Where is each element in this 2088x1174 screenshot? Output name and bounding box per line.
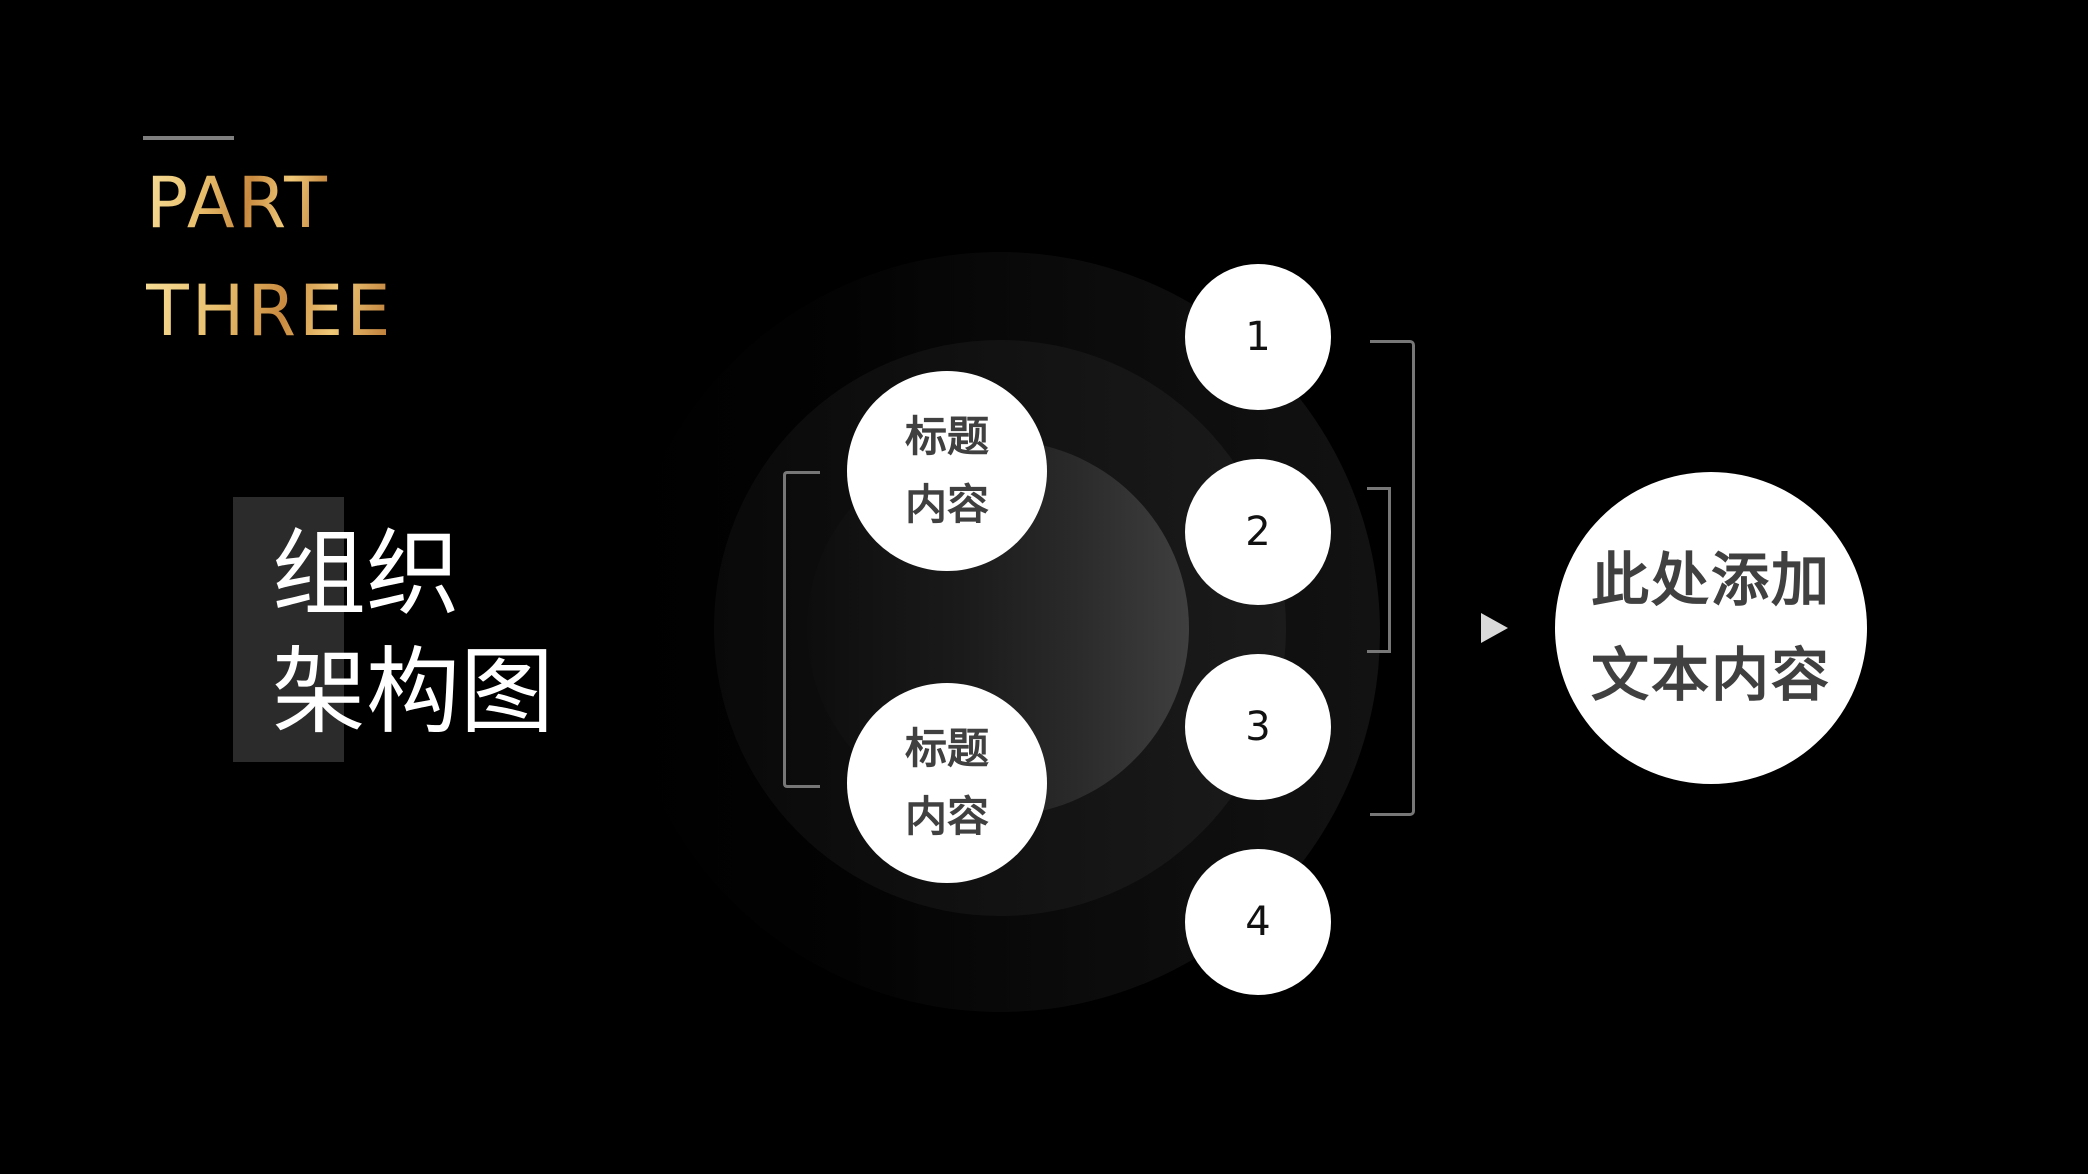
- part-label: PART: [146, 162, 330, 244]
- top-divider-rule: [143, 136, 234, 140]
- number-1: 1: [1245, 314, 1271, 360]
- triangle-right-icon: [1481, 613, 1508, 643]
- topic-1-line2: 内容: [904, 480, 989, 529]
- right-bracket-small: [1367, 487, 1391, 653]
- number-circle-1[interactable]: 1: [1185, 264, 1331, 410]
- summary-line1: 此处添加: [1590, 546, 1831, 614]
- number-circle-2[interactable]: 2: [1185, 459, 1331, 605]
- summary-circle[interactable]: 此处添加 文本内容: [1555, 472, 1867, 784]
- summary-line2: 文本内容: [1590, 641, 1831, 709]
- right-bracket-large: [1370, 340, 1415, 816]
- slide-title-line1: 组织: [272, 520, 461, 629]
- title-accent-block: [233, 497, 344, 762]
- number-circle-3[interactable]: 3: [1185, 654, 1331, 800]
- number-4: 4: [1245, 899, 1271, 945]
- number-circle-4[interactable]: 4: [1185, 849, 1331, 995]
- slide-title-line2: 架构图: [272, 638, 555, 747]
- part-number-label: THREE: [146, 270, 394, 352]
- topic-2-line1: 标题: [904, 724, 989, 773]
- topic-1-line1: 标题: [904, 412, 989, 461]
- number-2: 2: [1245, 509, 1271, 555]
- number-3: 3: [1245, 704, 1271, 750]
- topic-circle-2[interactable]: 标题 内容: [847, 683, 1047, 883]
- left-bracket: [783, 471, 820, 788]
- topic-circle-1[interactable]: 标题 内容: [847, 371, 1047, 571]
- topic-2-line2: 内容: [904, 792, 989, 841]
